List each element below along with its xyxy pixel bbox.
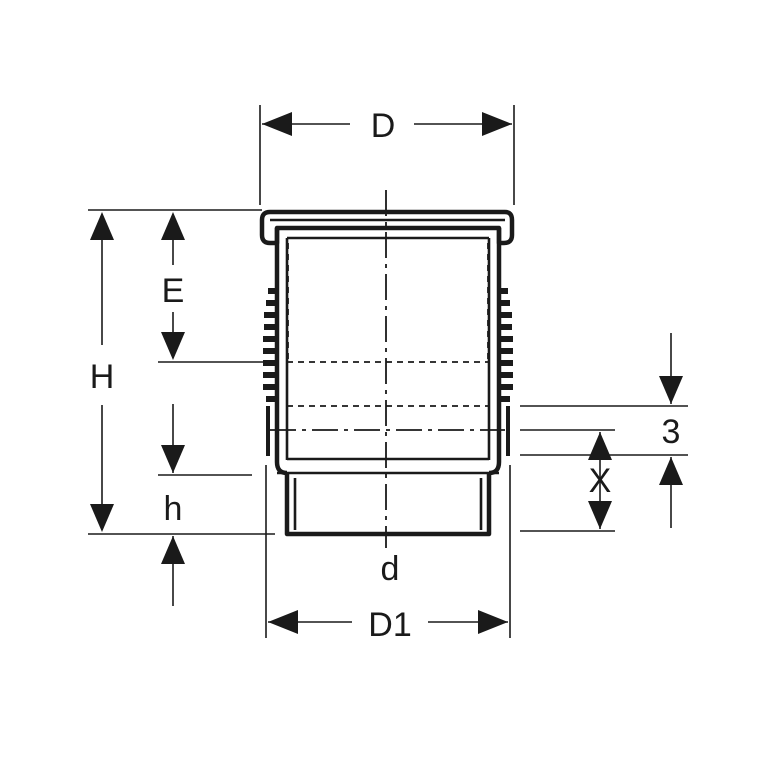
- labels: D E H h d D1 3 X: [90, 107, 681, 644]
- spigot: [284, 473, 492, 537]
- dimension-E: [161, 212, 185, 360]
- socket-right-wall: [488, 228, 502, 476]
- socket-left-wall: [274, 228, 288, 476]
- extension-lines: [88, 105, 688, 638]
- ribs-right: [499, 288, 513, 456]
- dimension-h: [161, 404, 185, 606]
- label-h: h: [164, 490, 183, 528]
- dimension-3: [659, 333, 683, 528]
- ribs-left: [263, 288, 277, 456]
- label-3: 3: [662, 413, 681, 451]
- dimension-X: [588, 432, 612, 529]
- label-D1: D1: [368, 606, 411, 644]
- center-lines: [270, 190, 505, 548]
- fitting-body: [259, 209, 515, 537]
- dimension-D1: [268, 610, 508, 634]
- label-X: X: [589, 462, 612, 500]
- label-D: D: [371, 107, 396, 145]
- dimension-D: [262, 112, 512, 136]
- label-H: H: [90, 358, 115, 396]
- label-E: E: [162, 272, 185, 310]
- dimension-H: [90, 212, 114, 532]
- label-d: d: [381, 550, 400, 588]
